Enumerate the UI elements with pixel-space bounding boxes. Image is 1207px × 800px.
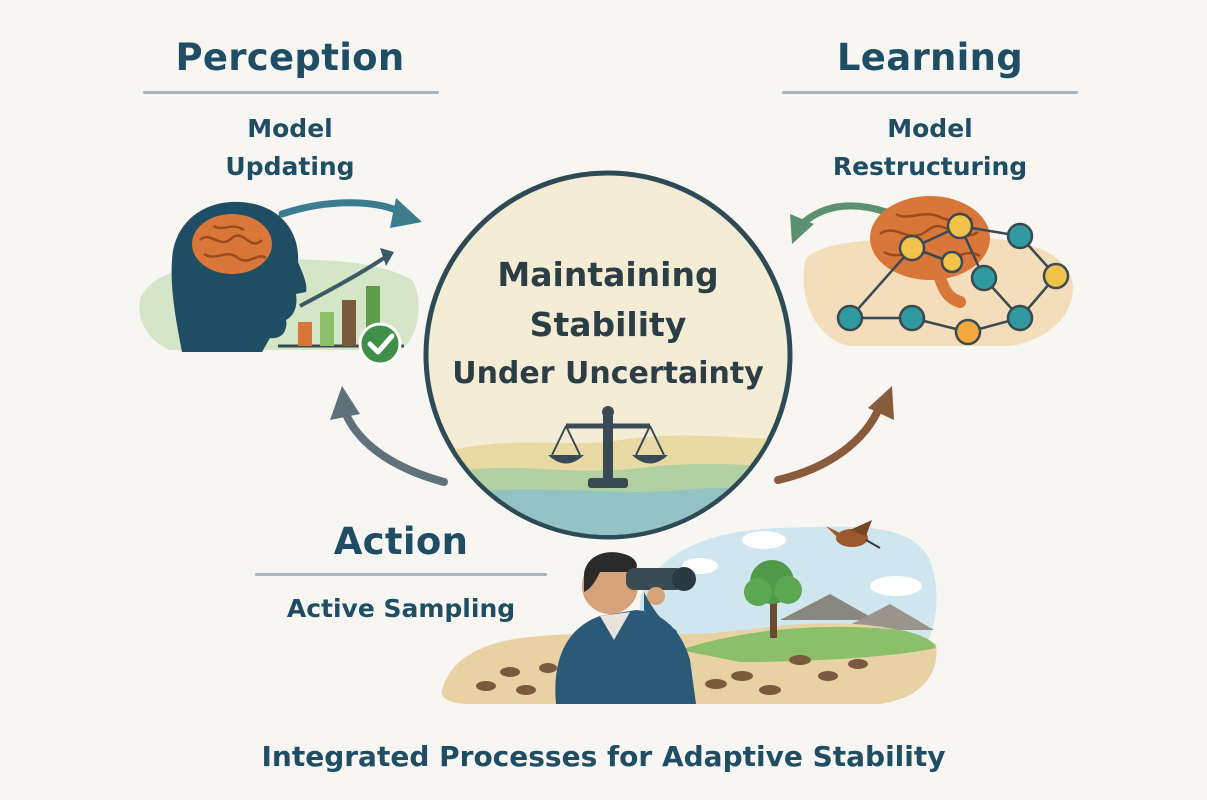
checkmark-icon bbox=[358, 322, 402, 366]
trend-arrow-icon bbox=[299, 248, 394, 308]
action-title: Action bbox=[333, 520, 469, 563]
balance-scale-icon bbox=[548, 406, 668, 488]
person-binoculars-icon bbox=[555, 552, 696, 704]
learning-illustration bbox=[803, 196, 1073, 346]
brain-icon bbox=[192, 214, 272, 274]
perception-subtitle-line1: Model bbox=[247, 114, 333, 143]
network-nodes-icon bbox=[836, 212, 1070, 346]
learning-subtitle: Model Restructuring bbox=[780, 110, 1080, 186]
bird-icon bbox=[826, 520, 881, 549]
perception-rule bbox=[143, 91, 439, 94]
arrow-action-to-learning bbox=[774, 386, 894, 484]
center-line1: Maintaining bbox=[497, 255, 719, 294]
action-illustration bbox=[441, 520, 937, 704]
learning-title: Learning bbox=[836, 36, 1024, 79]
arrow-action-to-perception bbox=[330, 386, 448, 486]
footer-caption: Integrated Processes for Adaptive Stabil… bbox=[261, 740, 946, 773]
perception-subtitle: Model Updating bbox=[140, 110, 440, 186]
arrow-learning-to-center bbox=[790, 202, 890, 244]
tree-icon bbox=[744, 560, 802, 638]
perception-illustration bbox=[139, 201, 419, 366]
perception-subtitle-line2: Updating bbox=[225, 152, 355, 181]
footprints-icon bbox=[476, 655, 868, 695]
learning-rule bbox=[782, 91, 1078, 94]
perception-title: Perception bbox=[175, 36, 405, 79]
center-line3: Under Uncertainty bbox=[452, 356, 764, 391]
learning-subtitle-line2: Restructuring bbox=[832, 152, 1028, 181]
center-label: Maintaining Stability Under Uncertainty bbox=[430, 250, 786, 398]
learning-subtitle-line1: Model bbox=[887, 114, 973, 143]
action-subtitle: Active Sampling bbox=[286, 594, 516, 623]
action-rule bbox=[255, 573, 547, 576]
center-line2: Stability bbox=[529, 305, 687, 344]
mountain-icon bbox=[780, 594, 934, 630]
arrow-perception-to-center bbox=[278, 198, 422, 228]
